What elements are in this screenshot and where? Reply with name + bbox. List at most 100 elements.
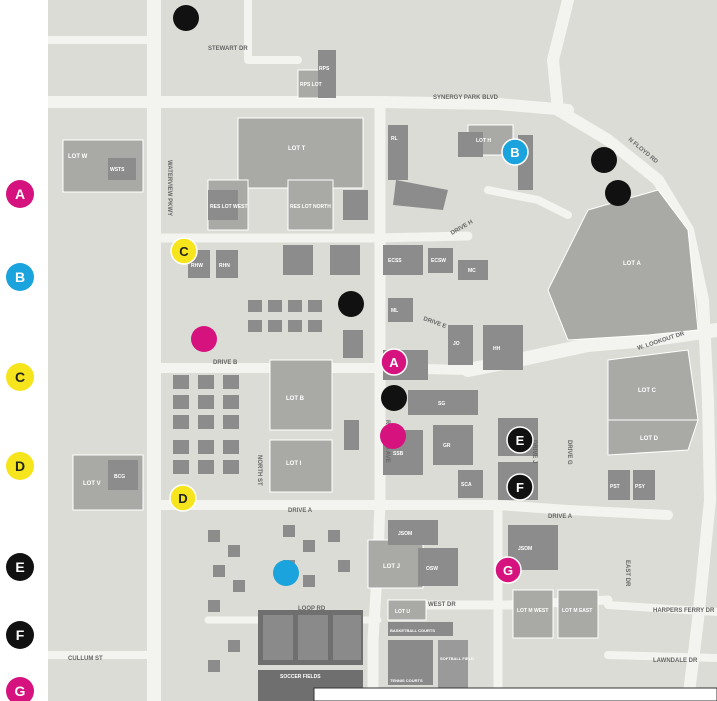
legend-badge-b[interactable]: B xyxy=(6,263,34,291)
label-lot-c: LOT C xyxy=(638,388,657,394)
residence-block xyxy=(213,565,225,577)
field-labels: SOCCER FIELDS BASKETBALL COURTS SOFTBALL… xyxy=(280,628,474,683)
residence-block xyxy=(223,440,239,454)
marker-b[interactable] xyxy=(501,138,529,166)
label-softball: SOFTBALL FIELD xyxy=(440,656,474,661)
bldg-sca xyxy=(458,470,483,498)
residence-block xyxy=(208,660,220,672)
residence-block xyxy=(248,300,262,312)
label-res-lot-west: RES LOT WEST xyxy=(210,204,248,210)
marker-black[interactable] xyxy=(338,291,364,317)
buildings xyxy=(108,50,655,586)
bldg-pst xyxy=(608,470,630,500)
lot-m-west-shape xyxy=(512,589,554,639)
bldg-ecsn xyxy=(393,180,448,210)
bldg-rhsw xyxy=(208,190,238,220)
residence-block xyxy=(208,600,220,612)
legend-badge-g[interactable]: G xyxy=(6,677,34,701)
legend-badge-a[interactable]: A xyxy=(6,180,34,208)
label-drive-j: DRIVE J xyxy=(531,440,537,463)
label-sca: SCA xyxy=(461,482,472,488)
legend-badge-f[interactable]: F xyxy=(6,621,34,649)
label-ml: ML xyxy=(391,308,398,314)
marker-pink[interactable] xyxy=(191,326,217,352)
label-mc: MC xyxy=(468,268,476,274)
label-jsom: JSOM xyxy=(398,531,412,537)
label-basketball: BASKETBALL COURTS xyxy=(390,628,435,633)
campus-map[interactable]: STEWART DR SYNERGY PARK BLVD N FLOYD RD … xyxy=(48,0,717,701)
marker-e[interactable] xyxy=(506,426,534,454)
label-drive-a: DRIVE A xyxy=(288,508,313,514)
label-cullum: CULLUM ST xyxy=(68,656,103,662)
label-west-dr: WEST DR xyxy=(428,602,456,608)
label-rps-lot: RPS LOT xyxy=(300,82,322,88)
residence-block xyxy=(288,320,302,332)
tennis-courts-shape xyxy=(388,640,433,685)
label-sports-dr: LOOP RD xyxy=(298,606,326,612)
road-drive-h xyxy=(149,231,473,243)
label-harpers: HARPERS FERRY DR xyxy=(653,608,715,614)
label-pst: PST xyxy=(610,484,620,490)
marker-c-label: C xyxy=(179,244,189,259)
basketball-courts-shape xyxy=(388,622,453,636)
marker-blue[interactable] xyxy=(273,560,299,586)
label-rps: RPS xyxy=(319,66,330,72)
residence-block xyxy=(223,415,239,429)
residence-block xyxy=(303,575,315,587)
label-ssb: SSB xyxy=(393,451,404,457)
residence-block xyxy=(173,460,189,474)
label-jo: JO xyxy=(453,341,460,347)
lot-b-shape xyxy=(269,359,333,431)
marker-black[interactable] xyxy=(173,5,199,31)
marker-black[interactable] xyxy=(605,180,631,206)
residence-block xyxy=(173,415,189,429)
map-canvas[interactable]: STEWART DR SYNERGY PARK BLVD N FLOYD RD … xyxy=(48,0,717,701)
legend-badge-e[interactable]: E xyxy=(6,553,34,581)
label-lot-w: LOT W xyxy=(68,154,88,160)
label-sg: SG xyxy=(438,401,445,407)
residence-block xyxy=(308,320,322,332)
residence-block xyxy=(208,530,220,542)
label-gr: GR xyxy=(443,443,451,449)
label-lot-d: LOT D xyxy=(640,436,659,442)
residence-block xyxy=(248,320,262,332)
marker-a[interactable] xyxy=(380,348,408,376)
marker-c[interactable] xyxy=(170,237,198,265)
marker-pink[interactable] xyxy=(380,423,406,449)
parking-lots xyxy=(62,69,699,639)
label-lot-u: LOT U xyxy=(395,609,410,615)
residence-block xyxy=(303,540,315,552)
bldg-mc xyxy=(458,260,488,280)
label-osw: OSW xyxy=(426,566,438,572)
road-drive-e xyxy=(484,186,572,219)
label-east-dr: EAST DR xyxy=(624,560,630,587)
res-lot-north-shape xyxy=(287,179,334,231)
label-synergy: SYNERGY PARK BLVD xyxy=(433,95,499,101)
residence-block xyxy=(288,300,302,312)
label-lot-m-west: LOT M WEST xyxy=(517,608,548,614)
label-rhn: RHN xyxy=(219,263,230,269)
lot-m-east-shape xyxy=(557,589,599,639)
residence-block xyxy=(328,530,340,542)
bldg-cb3 xyxy=(344,420,359,450)
label-stewart: STEWART DR xyxy=(208,46,248,52)
residence-block xyxy=(198,440,214,454)
label-ecsw: ECSW xyxy=(431,258,446,264)
marker-d[interactable] xyxy=(169,484,197,512)
bldg-rhnw xyxy=(330,245,360,275)
legend-badge-c[interactable]: C xyxy=(6,363,34,391)
bldg-rhs xyxy=(283,245,313,275)
lot-d-shape xyxy=(607,419,699,456)
residence-block xyxy=(198,415,214,429)
residence-block xyxy=(223,460,239,474)
label-lot-a: LOT A xyxy=(623,261,641,267)
marker-g[interactable] xyxy=(494,556,522,584)
label-soccer: SOCCER FIELDS xyxy=(280,674,321,680)
marker-black[interactable] xyxy=(381,385,407,411)
marker-black[interactable] xyxy=(591,147,617,173)
legend-badge-d[interactable]: D xyxy=(6,452,34,480)
road-harpers xyxy=(604,601,717,616)
marker-f[interactable] xyxy=(506,473,534,501)
